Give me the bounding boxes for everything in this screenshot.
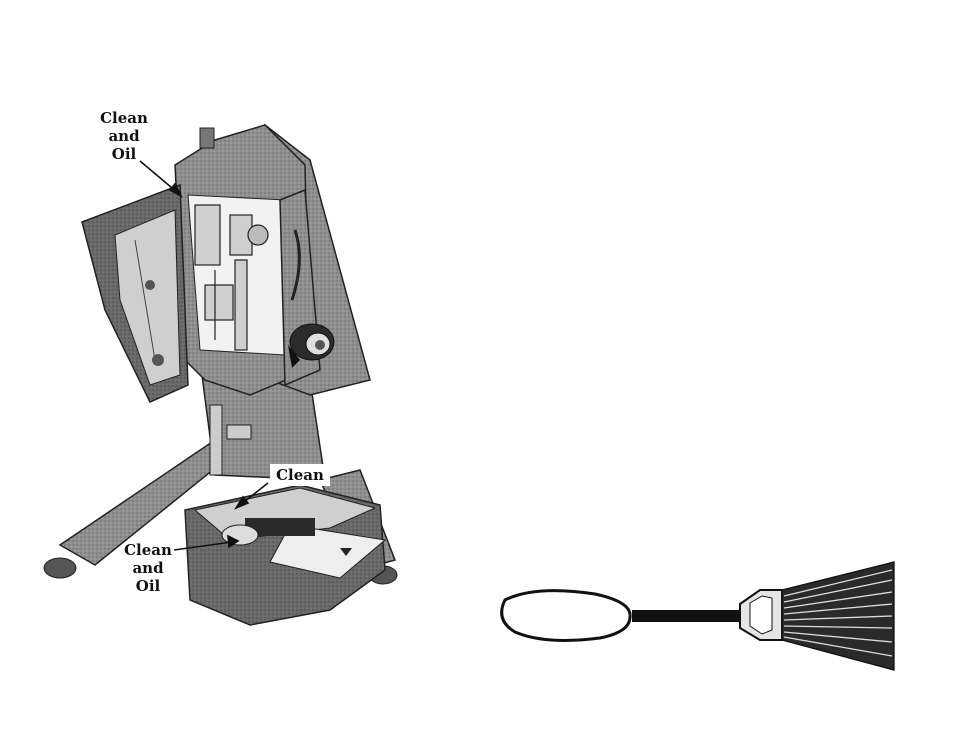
brush-hanging-loop xyxy=(502,591,630,641)
label-bottom-line3: Oil xyxy=(120,577,176,595)
label-top-line2: and xyxy=(96,127,152,145)
label-clean-and-oil-top: Clean and Oil xyxy=(96,109,152,163)
label-clean-and-oil-bottom: Clean and Oil xyxy=(120,541,176,595)
label-top-line1: Clean xyxy=(96,109,152,127)
label-clean: Clean xyxy=(270,464,330,486)
label-bottom-line1: Clean xyxy=(120,541,176,559)
brush-handle xyxy=(632,610,740,622)
label-top-line3: Oil xyxy=(96,145,152,163)
brush-bristles xyxy=(782,562,894,670)
label-bottom-line2: and xyxy=(120,559,176,577)
